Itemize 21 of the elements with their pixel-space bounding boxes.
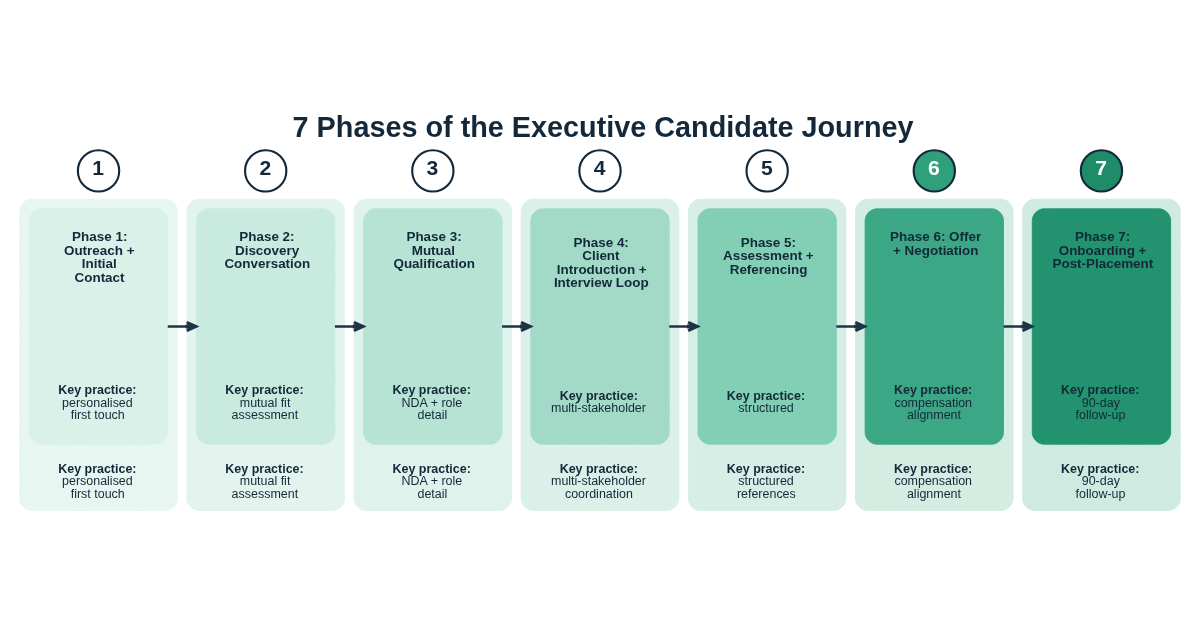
arrow xyxy=(167,320,198,332)
node-circle: 2 xyxy=(244,148,288,193)
node-box: Phase 1: Outreach + Initial Contact Key practice: personalised first touch xyxy=(28,207,169,445)
node-box: Phase 5: Assessment + Referencing Key practice: structured xyxy=(697,207,837,445)
node-circle: 1 xyxy=(76,148,121,193)
diagram-title: 7 Phases of the Executive Candidate Journey xyxy=(292,110,914,143)
arrow xyxy=(836,320,867,332)
node-circle: 7 xyxy=(1079,148,1124,193)
node-circle: 4 xyxy=(578,148,622,193)
node-box: Phase 2: Discovery Conversation Key practice: mutual fit assessment xyxy=(196,207,336,445)
node-circle: 5 xyxy=(745,148,789,193)
node-circle: 3 xyxy=(411,148,455,193)
arrow xyxy=(334,320,365,332)
node-box: Phase 6: Offer + Negotiation Key practice: compensation alignment xyxy=(864,207,1004,445)
arrow xyxy=(669,320,700,332)
node-box: Phase 7: Onboarding + Post-Placement Key practice: 90-day follow-up xyxy=(1031,207,1172,445)
node-box: Phase 4: Client Introduction + Interview Loop Key practice: multi-stakeholder xyxy=(530,207,670,445)
node-circle: 6 xyxy=(912,148,956,193)
arrow xyxy=(1003,320,1034,332)
arrow xyxy=(502,320,532,332)
node-box: Phase 3: Mutual Qualification Key practice: NDA + role detail xyxy=(363,207,503,445)
